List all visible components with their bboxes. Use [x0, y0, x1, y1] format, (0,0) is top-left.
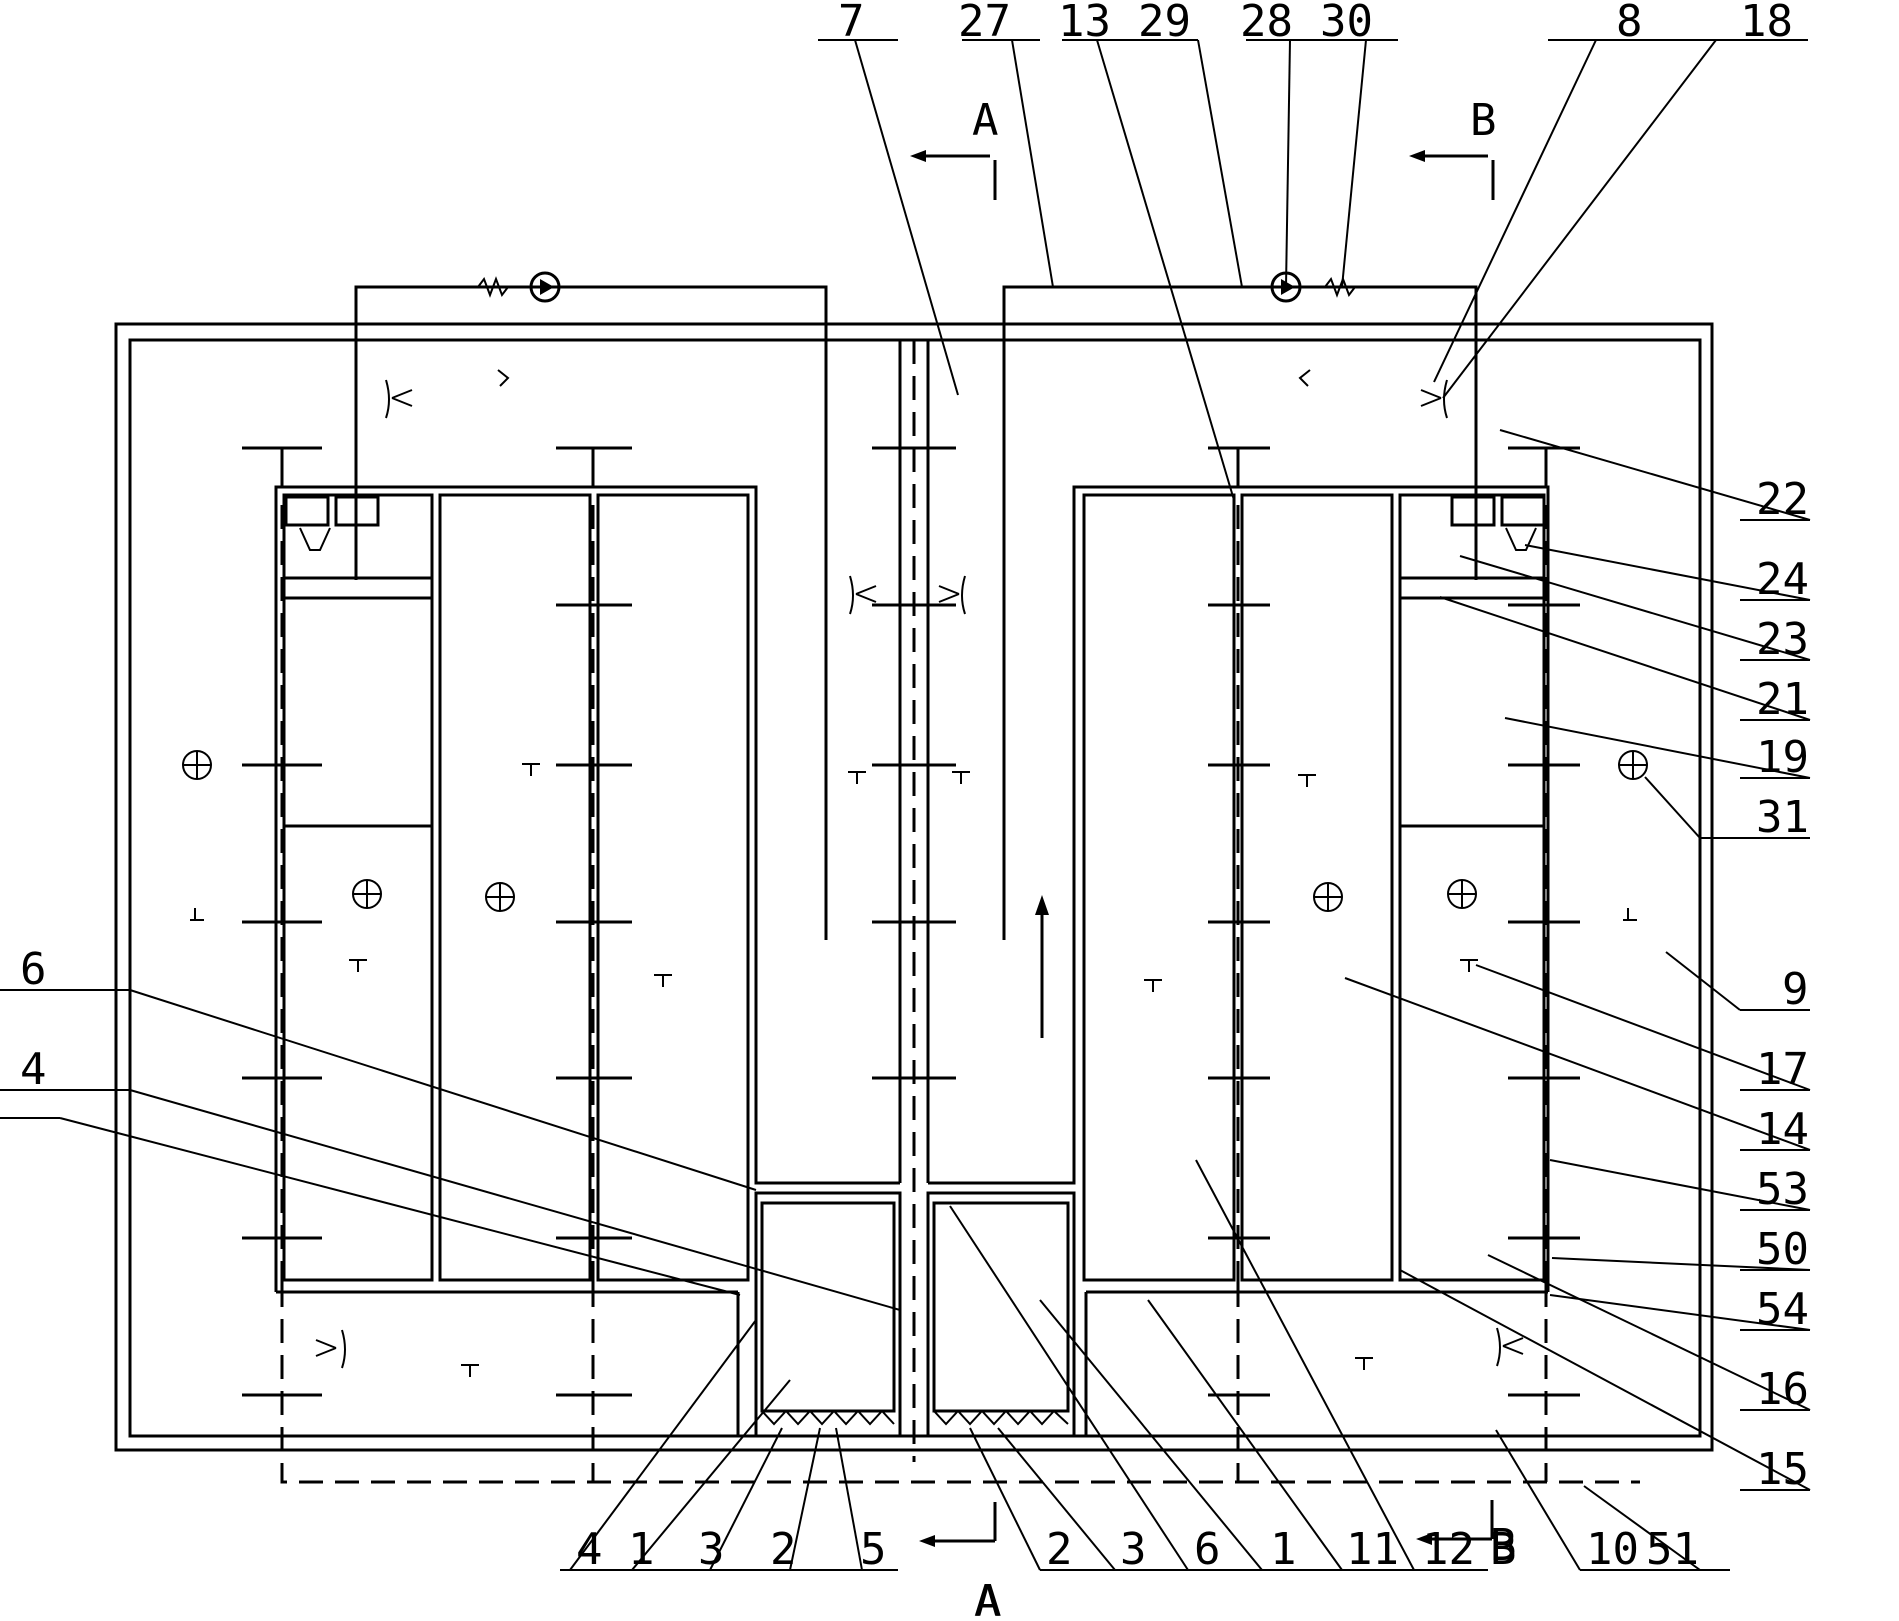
tick-marks [242, 446, 1580, 1397]
callout-19: 19 [1756, 732, 1809, 783]
callout-9: 9 [1782, 964, 1809, 1015]
callout-17: 17 [1756, 1044, 1809, 1095]
right-top-box-a [1450, 495, 1496, 527]
section-label-B-bottom: B [1490, 1520, 1517, 1571]
section-label-A-bottom: A [975, 1576, 1002, 1621]
right-cell-3 [1398, 493, 1546, 1282]
section-A-bottom-head [919, 1535, 935, 1547]
section-B-top-head [1409, 150, 1425, 162]
section-B-bottom-head [1416, 1533, 1432, 1545]
callout-27: 27 [958, 0, 1011, 47]
left-pump-icon [529, 271, 561, 303]
callout-1-right: 1 [1270, 1524, 1297, 1575]
callout-3-right: 3 [1120, 1524, 1147, 1575]
callout-2-right: 2 [1046, 1524, 1073, 1575]
callout-13: 13 [1058, 0, 1111, 47]
right-settling-tank-inner [932, 1201, 1070, 1413]
sprayer-icons [299, 369, 1537, 1369]
left-chamber-outline [274, 485, 900, 1292]
callout-31: 31 [1756, 792, 1809, 843]
callout-6-right: 6 [1194, 1524, 1221, 1575]
left-top-box-a [284, 495, 330, 527]
outer-wall [114, 322, 1714, 1452]
callout-8: 8 [1616, 0, 1643, 47]
callout-24: 24 [1756, 554, 1809, 605]
callout-54: 54 [1756, 1284, 1809, 1335]
bottom-dashed-boundary [280, 1283, 1640, 1484]
left-settling-tank-inner [760, 1201, 896, 1413]
left-cell-3 [596, 493, 750, 1282]
circle-cross-icons [182, 750, 1648, 912]
callout-12: 12 [1422, 1524, 1475, 1575]
left-pipe [354, 285, 828, 940]
callout-53: 53 [1756, 1164, 1809, 1215]
left-valve-icon [477, 276, 509, 298]
right-top-box-b [1500, 495, 1546, 527]
leader-lines [0, 39, 1811, 1571]
callout-14: 14 [1756, 1104, 1809, 1155]
right-pump-arrow [1281, 279, 1295, 295]
callout-B-bottom-label: B [1490, 1524, 1517, 1575]
callout-11: 11 [1346, 1524, 1399, 1575]
callout-22: 22 [1756, 474, 1809, 525]
section-A-top-head [910, 150, 926, 162]
right-settling-tank [926, 1191, 1076, 1438]
callout-51: 51 [1646, 1524, 1699, 1575]
callout-2-left: 2 [770, 1524, 797, 1575]
callout-15: 15 [1756, 1444, 1809, 1495]
callout-7: 7 [838, 0, 865, 47]
right-cell-1 [1082, 493, 1236, 1282]
callout-50: 50 [1756, 1224, 1809, 1275]
callout-29: 29 [1138, 0, 1191, 47]
callout-1-left: 1 [628, 1524, 655, 1575]
left-cell-1 [282, 493, 434, 1282]
left-cell-2 [438, 493, 592, 1282]
callout-numbers: 7 27 13 29 28 30 8 18 22 24 23 21 19 31 … [20, 0, 1809, 1621]
section-label-A-top: A [972, 95, 999, 146]
right-valve-icon [1324, 276, 1356, 298]
left-settling-tank [754, 1191, 902, 1438]
callout-16: 16 [1756, 1364, 1809, 1415]
section-label-B-top: B [1470, 95, 1497, 146]
callout-6-left: 6 [20, 944, 47, 995]
callout-28: 28 [1240, 0, 1293, 47]
callout-A-bottom-label: A [974, 1576, 1001, 1621]
callout-30: 30 [1320, 0, 1373, 47]
callout-4-bottom: 4 [576, 1524, 603, 1575]
right-cell-2 [1240, 493, 1394, 1282]
left-hopper [761, 1409, 895, 1426]
left-pump-arrow [540, 279, 554, 295]
callout-21: 21 [1756, 674, 1809, 725]
right-pipe [1002, 285, 1478, 940]
callout-3-left: 3 [698, 1524, 725, 1575]
right-hopper [933, 1409, 1069, 1426]
callout-10: 10 [1586, 1524, 1639, 1575]
fixture-icons [190, 763, 1637, 1377]
callout-4-left: 4 [20, 1044, 47, 1095]
right-chamber-outline [928, 485, 1550, 1292]
callout-5: 5 [860, 1524, 887, 1575]
callout-23: 23 [1756, 614, 1809, 665]
callout-18: 18 [1740, 0, 1793, 47]
flow-arrow-head [1035, 895, 1049, 915]
